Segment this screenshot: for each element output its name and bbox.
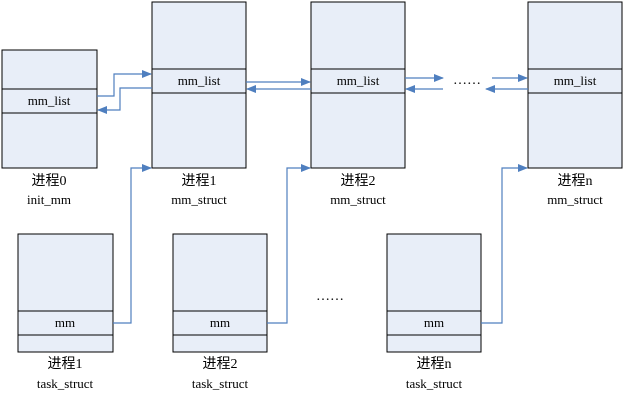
box-process1-mm-struct: mm_list <box>151 1 247 169</box>
field-mm: mm <box>55 315 75 330</box>
field-mm-list: mm_list <box>554 73 597 88</box>
process2-name: 进程2 <box>341 173 376 189</box>
arrows <box>97 70 528 324</box>
box-frame <box>17 233 114 353</box>
field-mm: mm <box>210 315 230 330</box>
process2-type: mm_struct <box>330 192 386 207</box>
arrow-task1-to-p1 <box>113 164 152 324</box>
field-mm-list: mm_list <box>178 73 221 88</box>
box-frame <box>1 49 98 169</box>
box-frame <box>310 1 406 169</box>
task2-name: 进程2 <box>203 356 238 372</box>
bottom-ellipsis: …… <box>316 289 344 304</box>
box-process2-mm-struct: mm_list <box>310 1 406 169</box>
process1-type: mm_struct <box>171 192 227 207</box>
box-taskn-task-struct: mm <box>386 233 482 353</box>
taskn-type: task_struct <box>406 376 463 391</box>
box-frame <box>151 1 247 169</box>
arrow-task2-to-p2 <box>267 164 311 324</box>
task1-name: 进程1 <box>48 356 83 372</box>
task2-type: task_struct <box>192 376 249 391</box>
arrow-p1-to-init <box>97 87 152 114</box>
process0-type: init_mm <box>27 192 71 207</box>
box-process0-init-mm: mm_list <box>1 49 98 169</box>
top-ellipsis: …… <box>453 73 481 88</box>
field-mm: mm <box>424 315 444 330</box>
arrow-init-to-p1 <box>97 70 152 97</box>
field-mm-list: mm_list <box>28 93 71 108</box>
box-frame <box>527 1 623 169</box>
box-task2-task-struct: mm <box>172 233 268 353</box>
task1-type: task_struct <box>37 376 94 391</box>
box-processn-mm-struct: mm_list <box>527 1 623 169</box>
box-frame <box>386 233 482 353</box>
arrow-taskn-to-pn <box>481 164 528 324</box>
processn-name: 进程n <box>558 173 593 189</box>
box-frame <box>172 233 268 353</box>
process0-name: 进程0 <box>32 173 67 189</box>
box-task1-task-struct: mm <box>17 233 114 353</box>
taskn-name: 进程n <box>417 356 452 372</box>
processn-type: mm_struct <box>547 192 603 207</box>
field-mm-list: mm_list <box>337 73 380 88</box>
process1-name: 进程1 <box>182 173 217 189</box>
